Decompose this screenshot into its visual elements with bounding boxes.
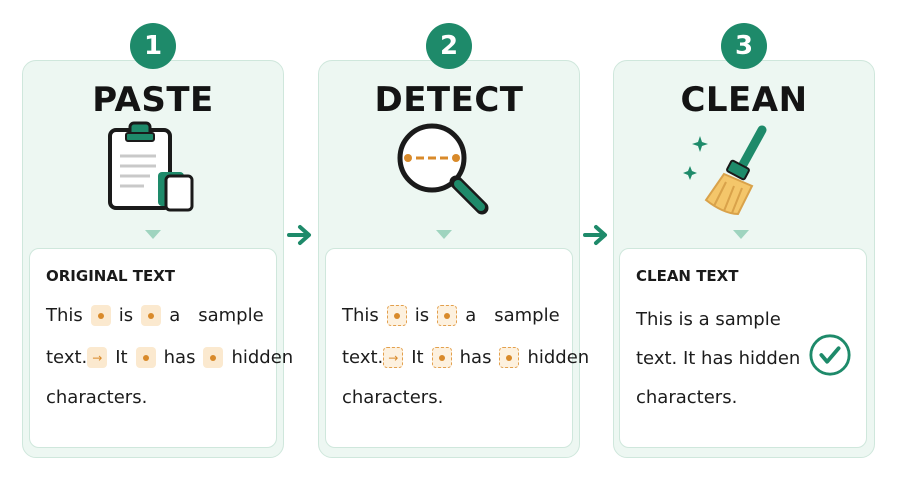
detected-char-marker bbox=[499, 347, 520, 368]
text-line: characters. bbox=[342, 387, 444, 408]
pointer-triangle bbox=[145, 230, 161, 239]
detected-char-marker bbox=[437, 305, 458, 326]
pointer-triangle bbox=[733, 230, 749, 239]
text-line: text. → It has hidden bbox=[342, 347, 589, 368]
arrow-right-icon bbox=[287, 225, 311, 245]
step-title: CLEAN bbox=[680, 80, 808, 120]
word: This bbox=[342, 305, 379, 326]
word: text. bbox=[342, 347, 384, 368]
word: is bbox=[414, 305, 430, 326]
card-heading: CLEAN TEXT bbox=[636, 267, 739, 285]
detected-char-marker bbox=[431, 347, 452, 368]
original-text-card: ORIGINAL TEXT This is a sample text. → I… bbox=[29, 248, 293, 448]
text-line: This is a sample bbox=[46, 305, 272, 326]
step-number-badge: 2 bbox=[426, 23, 472, 69]
step-title: DETECT bbox=[374, 80, 524, 120]
text-line: This is a sample bbox=[342, 305, 568, 326]
word: text. bbox=[46, 347, 88, 368]
word: This bbox=[46, 305, 83, 326]
pointer-triangle bbox=[436, 230, 452, 239]
step-number-badge: 3 bbox=[721, 23, 767, 69]
detected-char-marker: → bbox=[383, 347, 404, 368]
word: has bbox=[459, 347, 492, 368]
word: has bbox=[163, 347, 196, 368]
word: a bbox=[465, 305, 477, 326]
word: hidden bbox=[527, 347, 590, 368]
magnifier-icon bbox=[397, 123, 489, 215]
text-line: characters. bbox=[46, 387, 148, 408]
step-number-badge: 1 bbox=[130, 23, 176, 69]
word: hidden bbox=[231, 347, 294, 368]
hidden-char-marker bbox=[90, 305, 111, 326]
word: sample bbox=[198, 305, 264, 326]
card-heading: ORIGINAL TEXT bbox=[46, 267, 175, 285]
word: is bbox=[118, 305, 134, 326]
checkmark-icon bbox=[809, 334, 851, 376]
clean-text-card: CLEAN TEXT This is a sample text. It has… bbox=[619, 248, 867, 448]
word: It bbox=[115, 347, 128, 368]
hidden-char-marker bbox=[203, 347, 224, 368]
detect-text-card: This is a sample text. → It has hidden c… bbox=[325, 248, 589, 448]
detected-char-marker bbox=[386, 305, 407, 326]
broom-icon bbox=[683, 125, 767, 216]
text-line: text. It has hidden bbox=[636, 348, 801, 369]
text-line: text. → It has hidden bbox=[46, 347, 293, 368]
hidden-char-marker: → bbox=[87, 347, 108, 368]
step-title: PASTE bbox=[92, 80, 214, 120]
text-line: characters. bbox=[636, 387, 738, 408]
arrow-right-icon bbox=[583, 225, 607, 245]
word: sample bbox=[494, 305, 560, 326]
hidden-char-marker bbox=[141, 305, 162, 326]
word: It bbox=[411, 347, 424, 368]
clipboard-icon bbox=[108, 121, 194, 212]
word: a bbox=[169, 305, 181, 326]
hidden-char-marker bbox=[135, 347, 156, 368]
text-line: This is a sample bbox=[636, 309, 781, 330]
